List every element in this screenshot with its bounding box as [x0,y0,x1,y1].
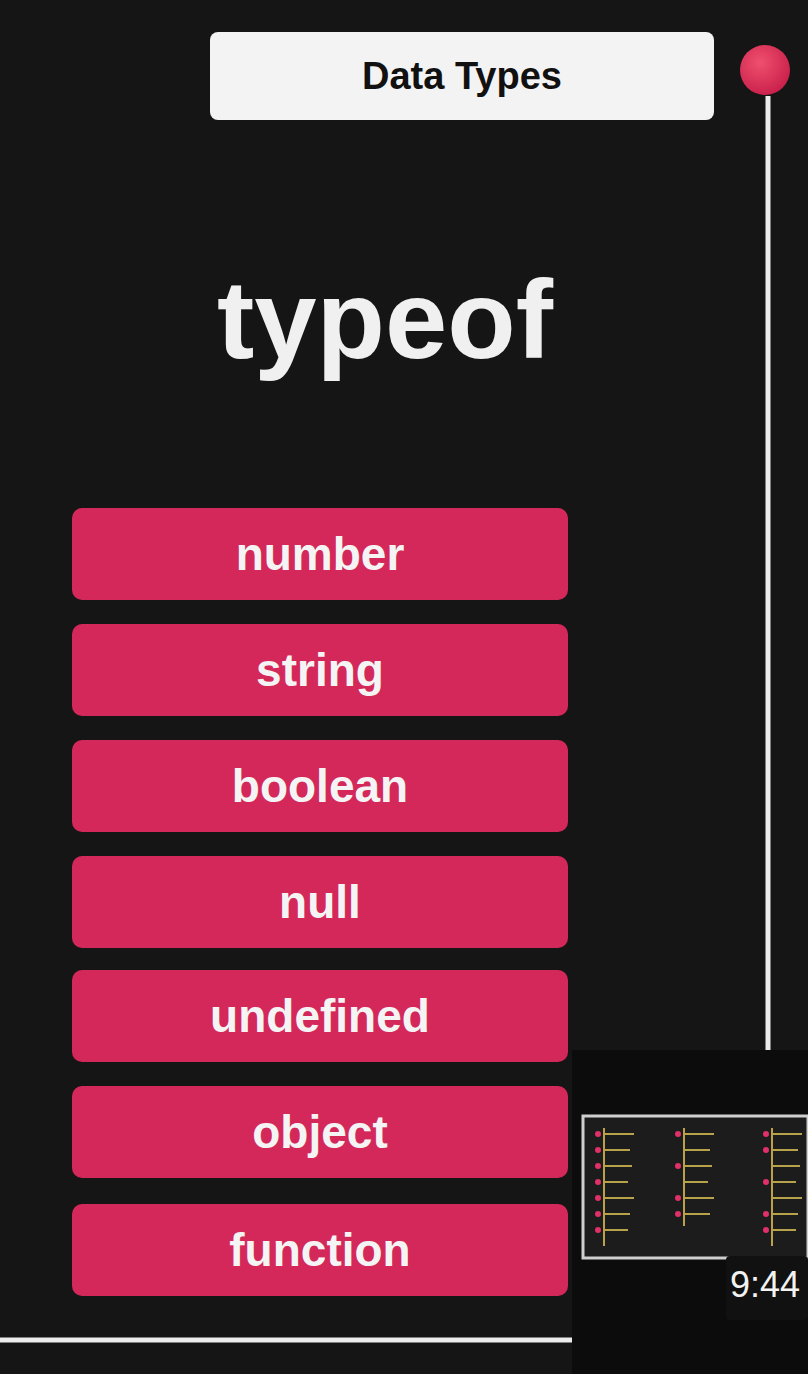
type-box: function [72,1204,568,1296]
type-box: boolean [72,740,568,832]
type-box: string [72,624,568,716]
type-box: number [72,508,568,600]
type-box: null [72,856,568,948]
type-label: number [236,527,405,581]
type-box: object [72,1086,568,1178]
type-label: null [279,875,361,929]
type-label: boolean [232,759,408,813]
type-label: object [252,1105,387,1159]
type-label: string [256,643,384,697]
record-dot [740,45,790,95]
title-box: Data Types [210,32,714,120]
video-timestamp: 9:44 [730,1265,800,1305]
type-label: undefined [210,989,430,1043]
keyword-heading: typeof [0,258,770,381]
video-thumbnail [572,1050,808,1374]
type-box: undefined [72,970,568,1062]
type-label: function [229,1223,410,1277]
type-label: Data Types [362,55,562,98]
